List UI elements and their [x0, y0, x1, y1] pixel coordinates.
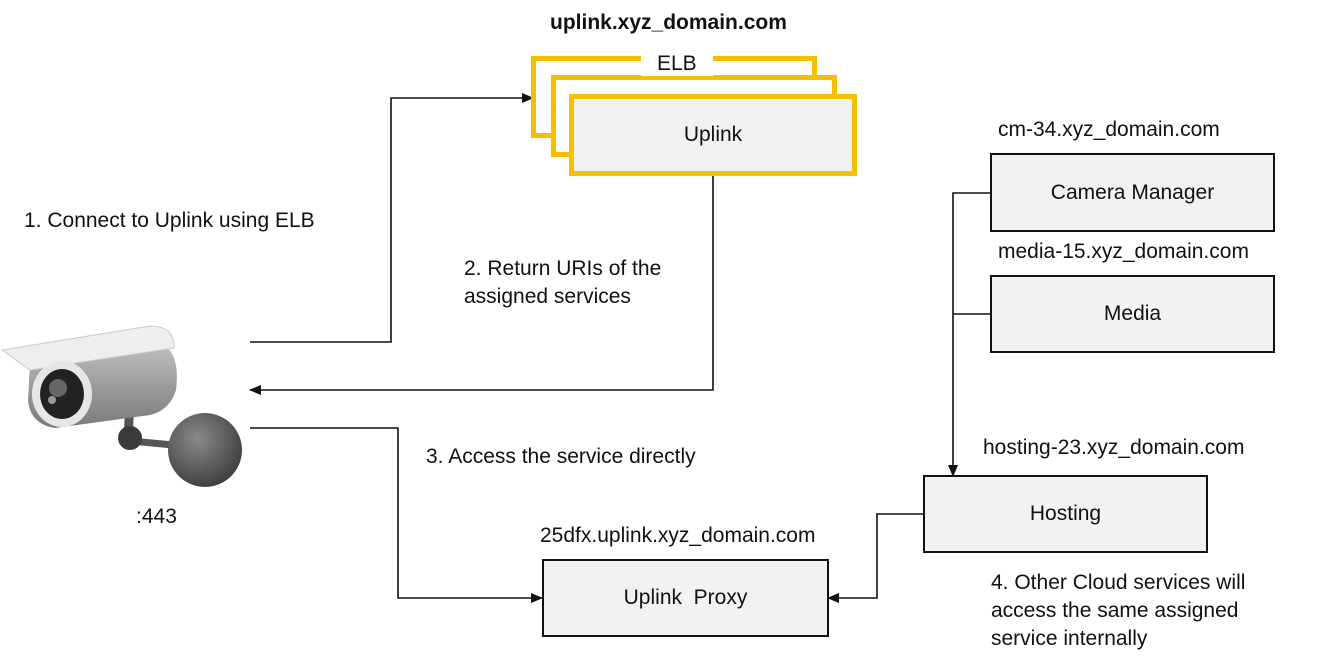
step4-label: 4. Other Cloud services will access the … [991, 569, 1245, 653]
uplink-label: Uplink [683, 123, 743, 146]
step4-line1: 4. Other Cloud services will [991, 571, 1246, 594]
hosting-domain: hosting-23.xyz_domain.com [983, 436, 1245, 459]
step3-label: 3. Access the service directly [426, 445, 696, 468]
arrow-hosting-proxy [827, 513, 923, 603]
uplink-proxy-label: Uplink Proxy [623, 586, 748, 609]
step2-line1: 2. Return URIs of the [464, 257, 662, 280]
arrow-connect-elb [250, 93, 534, 343]
camera-manager-label: Camera Manager [1050, 180, 1215, 204]
step2-label: 2. Return URIs of the assigned services [464, 255, 661, 311]
camera-port-label: :443 [136, 505, 177, 528]
hosting-box: Hosting [923, 475, 1208, 553]
arrow-access-direct [250, 427, 543, 603]
hosting-label: Hosting [1029, 502, 1102, 525]
step4-line2: access the same assigned [991, 599, 1239, 622]
camera-manager-box: Camera Manager [990, 153, 1275, 232]
arrow-return-uris [249, 174, 714, 395]
step4-line3: service internally [991, 627, 1148, 650]
camera-manager-domain: cm-34.xyz_domain.com [998, 118, 1220, 141]
step2-line2: assigned services [464, 285, 631, 308]
uplink-proxy-domain: 25dfx.uplink.xyz_domain.com [540, 524, 816, 547]
media-domain: media-15.xyz_domain.com [998, 240, 1249, 263]
media-box: Media [990, 275, 1275, 353]
uplink-box: Uplink [569, 94, 857, 176]
elb-label: ELB [641, 52, 713, 76]
arrow-services-hosting [948, 192, 990, 477]
media-label: Media [1103, 302, 1162, 325]
uplink-proxy-box: Uplink Proxy [542, 559, 829, 637]
step1-label: 1. Connect to Uplink using ELB [24, 209, 315, 232]
elb-domain-label: uplink.xyz_domain.com [550, 11, 787, 34]
security-camera-icon [0, 325, 242, 487]
